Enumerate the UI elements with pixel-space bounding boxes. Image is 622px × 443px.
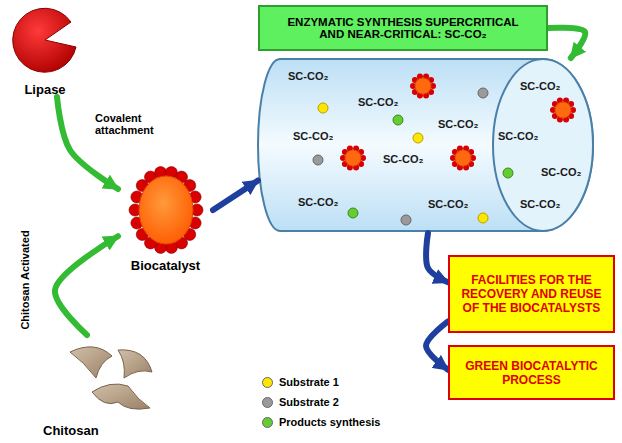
substrate-1 xyxy=(413,133,423,143)
legend-entry: Substrate 2 xyxy=(262,396,339,408)
box-text: FACILITIES FOR THE RECOVERY AND REUSE OF… xyxy=(458,273,605,315)
enzyme-figure: Lipase xyxy=(5,5,85,97)
reactor: SC-CO₂ SC-CO₂ SC-CO₂ SC-CO₂ SC-CO₂ SC-CO₂ SC-C… xyxy=(258,58,598,233)
legend-entry: Products synthesis xyxy=(262,416,380,428)
medium-label: SC-CO₂ xyxy=(438,118,478,130)
outcome-box: GREEN BIOCATALYTIC PROCESS xyxy=(448,345,615,400)
legend-text: Products synthesis xyxy=(279,416,380,428)
biocatalyst-particle xyxy=(345,150,361,166)
legend-swatch xyxy=(262,397,273,408)
arrow-label: Chitosan Activated xyxy=(19,230,31,329)
chitosan-particles xyxy=(70,347,152,409)
chitosan-flake xyxy=(118,350,152,378)
medium-label: SC-CO₂ xyxy=(358,96,398,108)
substrate-2 xyxy=(313,155,323,165)
arrow-label: Covalent attachment xyxy=(95,112,170,136)
process-arrow xyxy=(55,236,118,335)
chitosan-figure: Chitosan xyxy=(35,335,165,438)
biocatalyst-particle xyxy=(455,150,471,166)
process-arrow xyxy=(548,28,585,58)
title-box: ENZYMATIC SYNTHESIS SUPERCRITICAL AND NE… xyxy=(258,5,548,51)
product xyxy=(348,208,358,218)
legend-swatch xyxy=(262,377,273,388)
process-arrow xyxy=(213,181,258,211)
medium-label: SC-CO₂ xyxy=(520,80,560,92)
reactor-cylinder xyxy=(258,59,593,231)
medium-label: SC-CO₂ xyxy=(298,196,338,208)
medium-label: SC-CO₂ xyxy=(428,198,468,210)
process-arrow xyxy=(426,321,448,369)
product xyxy=(393,115,403,125)
immobilized-enzymes xyxy=(340,73,576,170)
product xyxy=(503,168,513,178)
substrate-1 xyxy=(318,103,328,113)
substrate-2 xyxy=(401,215,411,225)
medium-label: SC-CO₂ xyxy=(293,130,333,142)
legend-swatch xyxy=(262,417,273,428)
biocatalyst-figure: Biocatalyst xyxy=(118,168,213,273)
medium-label: SC-CO₂ xyxy=(498,130,538,142)
legend-text: Substrate 2 xyxy=(279,396,339,408)
legend-entry: Substrate 1 xyxy=(262,376,339,388)
substrate-2 xyxy=(478,88,488,98)
substrate-1 xyxy=(478,213,488,223)
biocatalyst-particle xyxy=(415,78,431,94)
process-arrow xyxy=(57,97,118,189)
medium-label: SC-CO₂ xyxy=(520,198,560,210)
lipase-enzyme xyxy=(13,8,76,72)
legend-text: Substrate 1 xyxy=(279,376,339,388)
box-text: GREEN BIOCATALYTIC PROCESS xyxy=(458,359,605,387)
biocatalyst-support xyxy=(139,176,193,244)
figure-label: Chitosan xyxy=(43,423,99,438)
chitosan-flake xyxy=(70,347,112,378)
chitosan-flake xyxy=(92,384,150,409)
bound-lipases xyxy=(129,167,203,254)
figure-label: Biocatalyst xyxy=(131,258,200,273)
cylinder-body xyxy=(258,59,593,231)
medium-label: SC-CO₂ xyxy=(541,166,581,178)
cylinder-end xyxy=(493,59,593,231)
outcome-box: FACILITIES FOR THE RECOVERY AND REUSE OF… xyxy=(448,255,615,333)
molecules xyxy=(313,88,513,225)
medium-label: SC-CO₂ xyxy=(383,153,423,165)
box-text: ENZYMATIC SYNTHESIS SUPERCRITICAL AND NE… xyxy=(268,16,538,40)
process-arrow xyxy=(426,233,448,282)
biocatalyst-particle xyxy=(555,102,571,118)
figure-label: Lipase xyxy=(24,82,65,97)
medium-label: SC-CO₂ xyxy=(288,70,328,82)
